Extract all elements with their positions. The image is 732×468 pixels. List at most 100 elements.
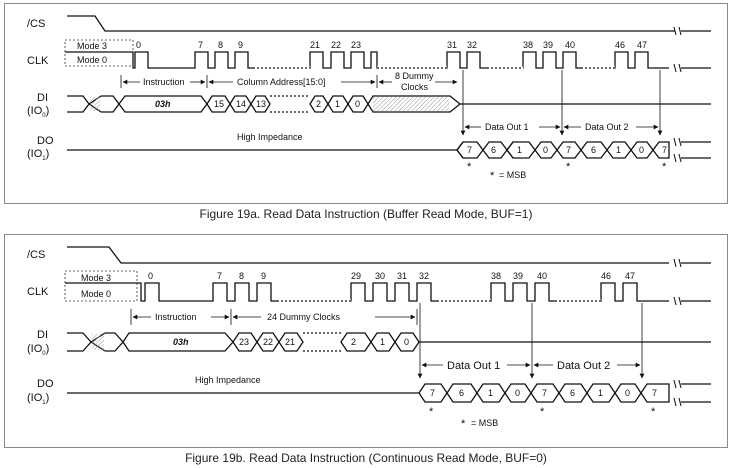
clk-break	[673, 63, 682, 73]
dummy-label-2: Clocks	[401, 82, 429, 92]
di-bit: 2	[351, 337, 356, 347]
msb-star: *	[467, 161, 472, 173]
do-io-label: (IO1)	[27, 392, 49, 406]
timing-diagram-19b: /CS CLK DI (IO0) DO (IO1) Mode 3 Mode 0 …	[4, 234, 728, 448]
clk-label: CLK	[27, 286, 49, 298]
clock-number: 9	[261, 271, 266, 281]
do-bit: 7	[467, 145, 472, 155]
mode0-label: Mode 0	[77, 55, 107, 65]
di-bit: 1	[335, 99, 340, 109]
break-mark	[673, 258, 682, 268]
clock-number: 32	[467, 40, 477, 50]
do-bit: 7	[652, 388, 657, 398]
do-bit: 6	[591, 145, 596, 155]
high-impedance-label: High Impedance	[195, 375, 261, 385]
clk-waveform	[65, 282, 669, 302]
msb-star: *	[540, 406, 545, 418]
do-bit: 0	[625, 388, 630, 398]
data-out-2-label: Data Out 2	[585, 122, 629, 132]
di-bit: 22	[263, 337, 273, 347]
opcode-label: 03h	[155, 99, 171, 109]
di-bit: 2	[316, 99, 321, 109]
do-bit: 0	[543, 145, 548, 155]
di-bit: 14	[236, 99, 246, 109]
do-bit: 1	[616, 145, 621, 155]
di-bit: 13	[256, 99, 266, 109]
do-bit: 1	[598, 388, 603, 398]
do-bit: 6	[491, 145, 496, 155]
clock-number: 39	[513, 271, 523, 281]
data-out-2-label: Data Out 2	[557, 360, 610, 372]
di-bit: 23	[239, 337, 249, 347]
msb-legend-star: *	[490, 170, 495, 182]
do-bit: 7	[662, 145, 667, 155]
clock-number: 0	[136, 40, 141, 50]
do-bit: 0	[515, 388, 520, 398]
clock-number: 40	[537, 271, 547, 281]
di-bit: 0	[355, 99, 360, 109]
msb-legend: = MSB	[499, 170, 526, 180]
cs-waveform	[67, 246, 669, 264]
do-bit: 7	[542, 388, 547, 398]
mode3-label: Mode 3	[81, 273, 111, 283]
msb-legend: = MSB	[471, 418, 498, 428]
msb-star: *	[566, 161, 571, 173]
do-bit: 6	[459, 388, 464, 398]
di-waveform	[67, 332, 711, 352]
do-label: DO	[37, 378, 54, 390]
clock-number: 32	[419, 271, 429, 281]
cs-label: /CS	[27, 249, 45, 261]
do-bit: 1	[517, 145, 522, 155]
clock-number: 8	[239, 271, 244, 281]
mode-box	[64, 270, 138, 302]
di-bit: 1	[380, 337, 385, 347]
di-label: DI	[37, 329, 48, 341]
do-bit: 7	[430, 388, 435, 398]
do-break	[673, 137, 682, 163]
figure-caption-19b: Figure 19b. Read Data Instruction (Conti…	[185, 451, 547, 465]
di-label: DI	[37, 92, 48, 104]
do-label: DO	[37, 135, 54, 147]
address-label: Column Address[15:0]	[237, 77, 326, 87]
break-mark	[673, 26, 682, 36]
do-bit: 1	[488, 388, 493, 398]
do-waveform	[67, 141, 711, 159]
clock-number: 9	[238, 40, 243, 50]
dummy-label-1: 8 Dummy	[395, 71, 434, 81]
clock-number: 38	[523, 40, 533, 50]
instruction-label: Instruction	[143, 77, 185, 87]
mode0-label: Mode 0	[81, 289, 111, 299]
do-io-label: (IO1)	[27, 148, 49, 162]
cs-label: /CS	[27, 18, 45, 30]
di-io-label: (IO0)	[27, 105, 49, 119]
di-bit: 0	[404, 337, 409, 347]
msb-legend-star: *	[461, 418, 466, 430]
clock-number: 47	[637, 40, 647, 50]
timing-diagram-19a: /CS CLK DI (IO0) DO (IO1) Mode 3 Mode 0 …	[4, 3, 728, 204]
mode3-label: Mode 3	[77, 41, 107, 51]
clock-number: 39	[543, 40, 553, 50]
msb-star: *	[662, 161, 667, 173]
clock-number: 23	[351, 40, 361, 50]
figure-caption-19a: Figure 19a. Read Data Instruction (Buffe…	[199, 207, 533, 221]
clock-number: 31	[397, 271, 407, 281]
clock-number: 30	[375, 271, 385, 281]
opcode-label: 03h	[173, 337, 189, 347]
clock-number: 38	[491, 271, 501, 281]
dont-care-region	[373, 97, 449, 111]
do-waveform	[67, 383, 711, 403]
msb-star: *	[429, 406, 434, 418]
cs-waveform	[67, 15, 675, 32]
dont-care-region	[92, 334, 104, 350]
do-bit: 7	[566, 145, 571, 155]
data-out-1-label: Data Out 1	[485, 122, 529, 132]
dont-care-region	[90, 97, 100, 111]
data-out-1-label: Data Out 1	[447, 360, 500, 372]
clock-number: 8	[218, 40, 223, 50]
clk-waveform	[65, 51, 669, 69]
clk-break	[673, 296, 682, 306]
high-impedance-label: High Impedance	[237, 132, 303, 142]
clock-number: 47	[625, 271, 635, 281]
instruction-label: Instruction	[155, 312, 197, 322]
do-bit: 0	[639, 145, 644, 155]
